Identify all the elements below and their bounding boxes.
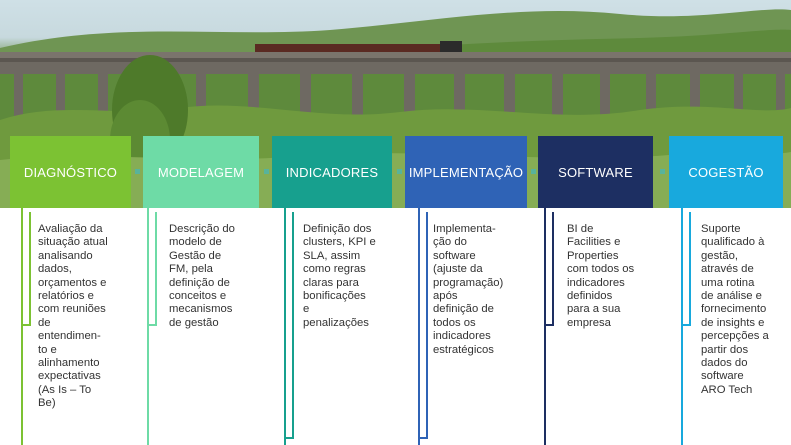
connector-dot — [264, 169, 269, 174]
connector-dot — [531, 169, 536, 174]
step-description-software: BI de Facilities e Properties com todos … — [567, 223, 635, 329]
step-label: SOFTWARE — [558, 164, 633, 180]
bracket-line — [29, 212, 31, 324]
step-description-modelagem: Descrição do modelo de Gestão de FM, pel… — [169, 223, 235, 329]
bracket-line — [418, 437, 428, 439]
bracket-line — [426, 212, 428, 437]
step-label: IMPLEMENTAÇÃO — [408, 164, 524, 180]
step-label: MODELAGEM — [157, 164, 245, 180]
step-diagnostico[interactable]: DIAGNÓSTICO — [10, 136, 131, 208]
bracket-line — [544, 208, 546, 445]
bracket-line — [147, 324, 157, 326]
step-description-cogestao: Suporte qualificado à gestão, através de… — [701, 223, 769, 396]
bracket-line — [155, 212, 157, 324]
bracket-line — [284, 437, 294, 439]
bracket-line — [681, 208, 683, 445]
bracket-line — [552, 212, 554, 324]
step-software[interactable]: SOFTWARE — [538, 136, 653, 208]
step-label: INDICADORES — [285, 164, 379, 180]
bracket-line — [689, 212, 691, 324]
bracket-line — [21, 324, 31, 326]
bracket-line — [292, 212, 294, 437]
connector-dot — [660, 169, 665, 174]
bracket-line — [21, 208, 23, 445]
step-label: DIAGNÓSTICO — [23, 164, 118, 180]
connector-dot — [135, 169, 140, 174]
step-indicadores[interactable]: INDICADORES — [272, 136, 392, 208]
connector-dot — [397, 169, 402, 174]
bracket-line — [681, 324, 691, 326]
step-description-indicadores: Definição dos clusters, KPI e SLA, assim… — [303, 223, 376, 329]
step-description-diagnostico: Avaliação da situação atual analisando d… — [38, 223, 108, 410]
step-description-implementacao: Implementa- ção do software (ajuste da p… — [433, 223, 504, 356]
bracket-line — [147, 208, 149, 445]
step-modelagem[interactable]: MODELAGEM — [143, 136, 259, 208]
step-label: COGESTÃO — [688, 164, 764, 180]
bracket-line — [544, 324, 554, 326]
step-implementacao[interactable]: IMPLEMENTAÇÃO — [405, 136, 527, 208]
bracket-line — [418, 208, 420, 445]
bracket-line — [284, 208, 286, 445]
step-cogestao[interactable]: COGESTÃO — [669, 136, 783, 208]
